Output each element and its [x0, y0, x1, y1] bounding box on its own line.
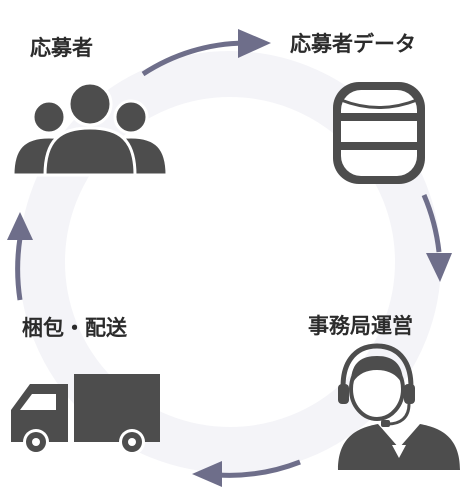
arrow-bottom [217, 459, 301, 478]
arrow-left-head [7, 212, 33, 240]
cycle-ring [19, 51, 441, 473]
arrow-top-head [238, 29, 271, 58]
arrow-left [15, 237, 23, 301]
arrow-top [141, 40, 246, 77]
arrow-right-head [426, 253, 452, 282]
node-label-applicants: 応募者 [30, 36, 93, 60]
people-group-icon [11, 81, 169, 177]
arrow-right [421, 194, 442, 253]
delivery-truck-icon [11, 374, 160, 455]
headset-operator-icon [338, 343, 460, 470]
node-label-packing-shipping: 梱包・配送 [22, 316, 127, 340]
node-label-office-operations: 事務局運営 [308, 314, 413, 338]
arrow-bottom-head [192, 461, 222, 487]
cycle-arrows [7, 29, 452, 487]
database-icon [333, 82, 425, 184]
node-label-applicant-data: 応募者データ [290, 32, 416, 56]
